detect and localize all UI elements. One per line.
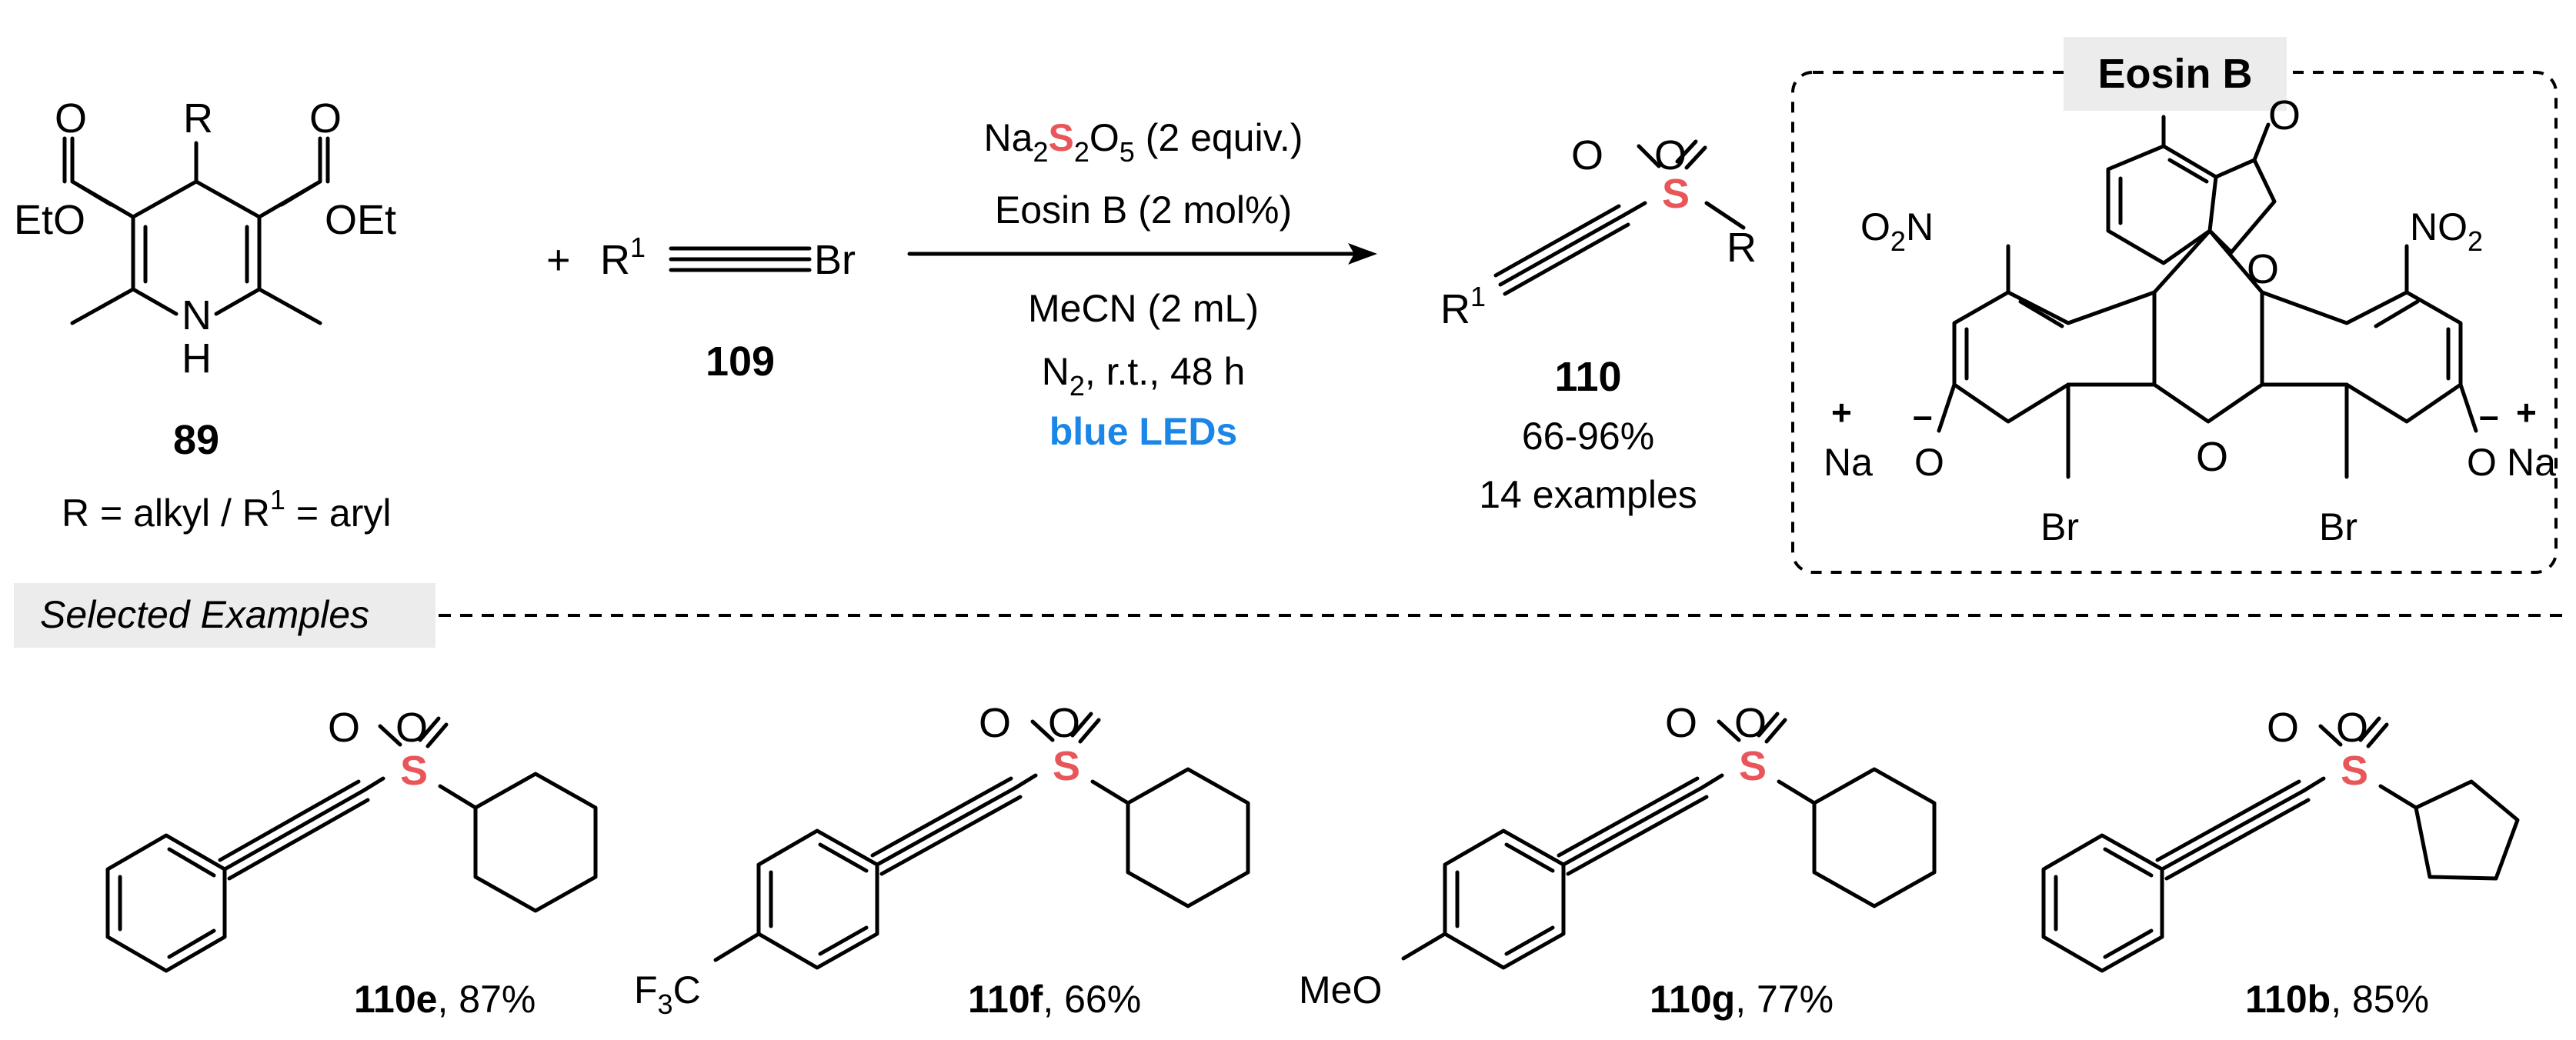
eosin-o-right: O — [2467, 441, 2497, 484]
atom-h-89: H — [182, 335, 212, 382]
selected-examples-label: Selected Examples — [40, 593, 369, 636]
eosin-br-right: Br — [2319, 505, 2357, 548]
example-110b: S O O 110b, 85% — [2041, 705, 2520, 1021]
atom-eto-89: EtO — [14, 197, 85, 243]
condition-line-3: MeCN (2 mL) — [1028, 287, 1259, 330]
selected-examples-header: Selected Examples — [14, 583, 2570, 648]
plus-sign: + — [546, 237, 571, 283]
example-110e: S O O 110e, 87% — [105, 705, 598, 1021]
product-110-yield: 66-96% — [1522, 415, 1654, 458]
example-110g: S O O MeO 110g, 77% — [1299, 700, 1937, 1021]
eosin-o-left-charge: – — [1913, 395, 1933, 435]
label-110e: 110e, 87% — [354, 978, 536, 1021]
atom-o2-110b: O — [2336, 705, 2368, 751]
atom-o1-110b: O — [2267, 705, 2299, 751]
reaction-arrow — [907, 243, 1377, 265]
eosin-o-left: O — [1914, 441, 1944, 484]
atom-s-110f: S — [1053, 743, 1080, 789]
condition-line-1: Na2S2O5 (2 equiv.) — [984, 116, 1303, 168]
eosin-b-title: Eosin B — [2097, 51, 2252, 97]
compound-number-89: 89 — [173, 417, 219, 463]
eosin-na-left-charge: + — [1831, 392, 1852, 432]
atom-r-89: R — [183, 95, 213, 142]
reagent-109-structure: R1 Br 109 — [600, 232, 856, 385]
eosin-no2-right: NO2 — [2410, 205, 2483, 257]
eosin-na-left: Na — [1824, 441, 1873, 484]
compound-number-110: 110 — [1554, 354, 1621, 400]
reagent-89-structure: R O O EtO OEt N H 89 R = alkyl / R1 = ar… — [14, 95, 396, 535]
eosin-br-left: Br — [2040, 505, 2079, 548]
atom-r-110: R — [1727, 225, 1757, 271]
atom-r1-110: R1 — [1440, 281, 1486, 332]
eosin-o-lactone: O — [2247, 246, 2279, 292]
atom-o1-110e: O — [328, 705, 360, 751]
atom-o2-110g: O — [1734, 700, 1767, 746]
atom-o-right-89: O — [309, 95, 342, 142]
eosin-o-carbonyl: O — [2268, 92, 2301, 138]
product-110-structure: R1 S O O R 110 66-96% 14 examples — [1440, 132, 1757, 516]
eosin-b-panel: Eosin B O O O O2N NO2 O O Br Br Na Na + … — [1791, 37, 2558, 574]
atom-o2-110: O — [1654, 132, 1687, 178]
condition-line-4: N2, r.t., 48 h — [1042, 350, 1246, 402]
atom-o1-110f: O — [979, 700, 1011, 746]
eosin-no2-left: O2N — [1860, 205, 1934, 257]
eosin-b-dashed-box — [1791, 71, 2558, 574]
atom-oet-89: OEt — [325, 197, 396, 243]
condition-blue-leds: blue LEDs — [1049, 410, 1237, 453]
label-110b: 110b, 85% — [2245, 978, 2429, 1021]
reagent-89-note: R = alkyl / R1 = aryl — [62, 484, 392, 535]
atom-o2-110e: O — [395, 705, 428, 751]
eosin-na-right: Na — [2507, 441, 2556, 484]
atom-s-110e: S — [400, 748, 428, 794]
product-110-examples: 14 examples — [1479, 473, 1697, 516]
eosin-b-title-bg — [2064, 37, 2287, 111]
conditions: Na2S2O5 (2 equiv.) Eosin B (2 mol%) MeCN… — [984, 116, 1303, 453]
condition-line-2: Eosin B (2 mol%) — [995, 188, 1292, 232]
eosin-o-right-charge: – — [2479, 395, 2499, 435]
atom-o1-110: O — [1571, 132, 1603, 178]
atom-r1-109: R1 — [600, 232, 646, 283]
atom-o1-110g: O — [1665, 700, 1697, 746]
compound-number-109: 109 — [706, 338, 775, 385]
atom-s-110g: S — [1739, 743, 1767, 789]
atom-o-left-89: O — [55, 95, 87, 142]
meo-110g: MeO — [1299, 968, 1382, 1012]
label-110f: 110f, 66% — [968, 978, 1141, 1021]
selected-examples-label-bg — [14, 583, 435, 648]
example-110f: S O O F3C 110f, 66% — [634, 700, 1250, 1021]
eosin-o-bridge: O — [2196, 434, 2228, 480]
atom-n-89: N — [182, 292, 212, 338]
cf3-110f: F3C — [634, 968, 701, 1020]
atom-br-109: Br — [814, 237, 856, 283]
atom-s-110: S — [1662, 171, 1690, 217]
label-110g: 110g, 77% — [1650, 978, 1834, 1021]
atom-s-110b: S — [2341, 748, 2368, 794]
eosin-na-right-charge: + — [2516, 392, 2537, 432]
atom-o2-110f: O — [1048, 700, 1080, 746]
